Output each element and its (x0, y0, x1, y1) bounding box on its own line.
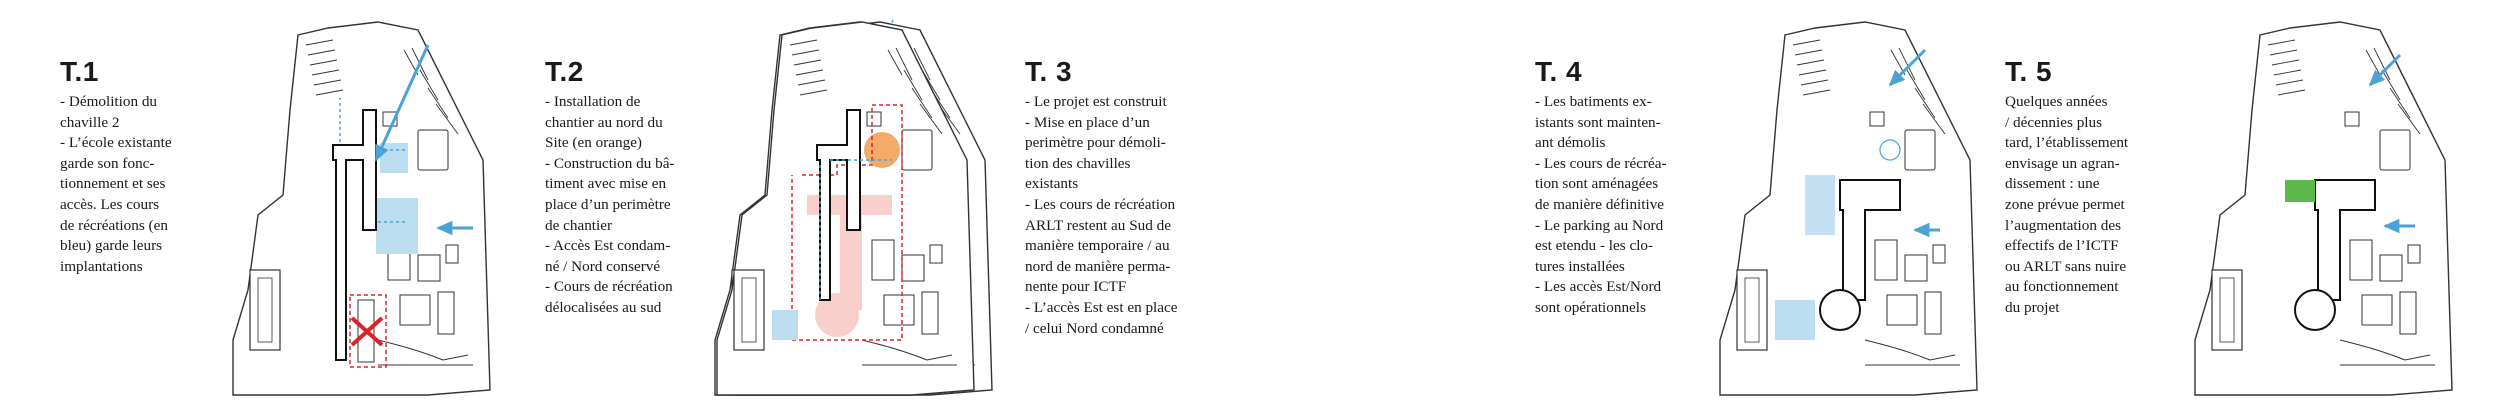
site-plan-t4 (1719, 21, 1978, 396)
court-north (380, 143, 408, 173)
description-line: de récréations (en (60, 216, 168, 234)
description-line: tion des chavilles (1025, 154, 1131, 172)
description-line: - Les accès Est/Nord (1535, 278, 1662, 296)
description-line: implantations (60, 257, 143, 275)
phase-t1: T.1 - Démolition du chaville 2 - L’école… (60, 0, 560, 409)
description-line: envisage un agran- (2005, 154, 2120, 172)
description-line: de chantier (545, 216, 613, 234)
description-line: zone prévue permet (2005, 195, 2125, 213)
phase-title: T.2 (545, 56, 584, 87)
description-line: tionnement et ses (60, 175, 166, 193)
description-line: tard, l’établissement (2005, 134, 2129, 152)
description-line: accès. Les cours (60, 195, 160, 213)
description-line: place d’un perimètre (545, 195, 671, 213)
description-line: - Accès Est condam- (545, 237, 671, 255)
extension-zone (2285, 180, 2315, 202)
site-plan-t3-main (716, 21, 975, 396)
court-main (376, 198, 418, 254)
description-line: Quelques années (2005, 93, 2108, 110)
phase-t4: T. 4 - Les batiments ex- istants sont ma… (1535, 0, 2035, 409)
description-line: né / Nord conservé (545, 257, 661, 275)
description-line: timent avec mise en (545, 175, 667, 193)
demolition-cross-icon (350, 316, 384, 347)
description-line: istants sont mainten- (1535, 113, 1661, 131)
description-line: dissement : une (2005, 175, 2100, 193)
description-line: du projet (2005, 298, 2060, 316)
phase-description: - Démolition du chaville 2 - L’école exi… (60, 92, 210, 277)
description-line: manière temporaire / au (1025, 237, 1170, 255)
phase-title: T. 5 (2005, 56, 2053, 87)
description-line: nente pour ICTF (1025, 278, 1127, 296)
description-line: ou ARLT sans nuire (2005, 257, 2127, 275)
demolition-perimeter (349, 294, 387, 368)
description-line: - Les cours de récréa- (1535, 154, 1667, 172)
new-building (2314, 179, 2376, 301)
description-line: ant démolis (1535, 134, 1606, 152)
description-line: chaville 2 (60, 113, 120, 131)
description-line: chantier au nord du (545, 113, 663, 131)
court-south (1775, 300, 1815, 340)
phase-description: - Installation de chantier au nord du Si… (545, 92, 695, 319)
description-line: nord de manière perma- (1025, 257, 1171, 275)
description-line: est etendu - les clo- (1535, 237, 1654, 255)
description-line: - L’accès Est est en place (1025, 298, 1178, 316)
description-line: - Les cours de récréation (1025, 195, 1176, 213)
description-line: au fonctionnement (2005, 278, 2119, 296)
site-plan-t1 (232, 21, 491, 396)
description-line: existants (1025, 175, 1079, 193)
description-line: effectifs de l’ICTF (2005, 237, 2119, 255)
description-line: de manière définitive (1535, 195, 1665, 213)
description-line: / décennies plus (2005, 113, 2103, 131)
description-line: - Les batiments ex- (1535, 93, 1652, 110)
access-north-arrow-icon (2368, 53, 2402, 87)
phase-title: T. 4 (1535, 56, 1583, 87)
description-line: ARLT restent au Sud de (1025, 216, 1171, 234)
description-line: - Cours de récréation (545, 278, 673, 296)
phase-title: T. 3 (1025, 56, 1073, 87)
description-line: tion sont aménagées (1535, 175, 1659, 193)
description-line: - L’école existante (60, 134, 172, 152)
existing-school (332, 109, 377, 361)
description-line: - Installation de (545, 93, 641, 110)
access-north-arrow-icon (374, 44, 430, 162)
description-line: sont opérationnels (1535, 298, 1646, 316)
description-line: perimètre pour démoli- (1025, 134, 1166, 152)
description-line: tures installées (1535, 257, 1625, 275)
description-line: - Mise en place d’un (1025, 113, 1150, 131)
description-line: bleu) garde leurs (60, 237, 163, 255)
new-building (1839, 179, 1901, 301)
phase-description: Quelques années / décennies plus tard, l… (2005, 92, 2175, 319)
description-line: délocalisées au sud (545, 298, 662, 316)
description-line: - Le projet est construit (1025, 93, 1167, 110)
phase-t5: T. 5 Quelques années / décennies plus ta… (2005, 0, 2500, 409)
phase-description: - Les batiments ex- istants sont mainten… (1535, 92, 1700, 319)
description-line: - Démolition du (60, 93, 158, 110)
description-line: Site (en orange) (545, 134, 642, 152)
description-line: - Construction du bâ- (545, 154, 675, 172)
site-plan-t5 (2194, 21, 2453, 396)
description-line: l’augmentation des (2005, 216, 2121, 234)
description-line: garde son fonc- (60, 154, 155, 172)
phase-description: - Le projet est construit - Mise en plac… (1025, 92, 1195, 339)
description-line: / celui Nord condamné (1025, 319, 1164, 337)
phase-title: T.1 (60, 56, 99, 87)
access-north-arrow-icon (1888, 48, 1927, 87)
description-line: - Le parking au Nord (1535, 216, 1664, 234)
court-east (1805, 175, 1835, 235)
phase-t3: T. 3 - Le projet est construit - Mise en… (734, 0, 1525, 409)
